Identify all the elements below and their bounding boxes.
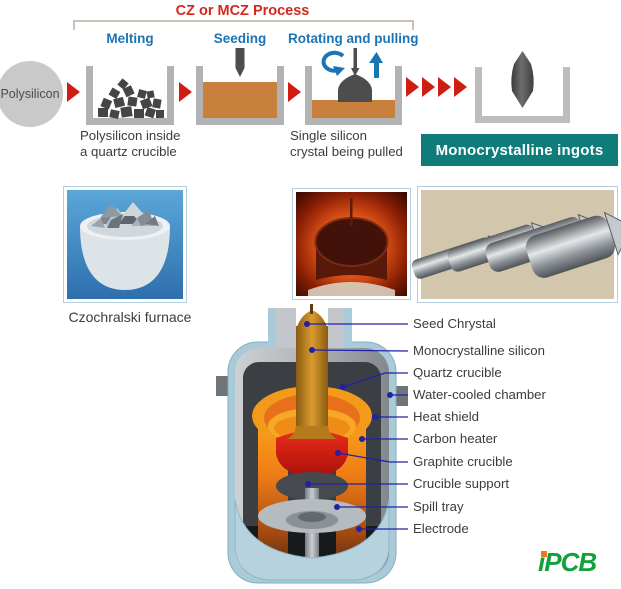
cutaway-label-seed-crystal: Seed Chrystal [413, 316, 496, 331]
ipcb-logo-text: iPCB [538, 547, 597, 577]
melt-photo [292, 188, 411, 300]
crucible-seeding [196, 48, 284, 125]
ingot-container [475, 51, 570, 123]
cutaway-label-spill-tray: Spill tray [413, 499, 464, 514]
ingot-icon [511, 51, 534, 108]
monocrystalline-ingots-badge: Monocrystalline ingots [421, 134, 618, 166]
cutaway-label-monocrystalline-silicon: Monocrystalline silicon [413, 343, 545, 358]
furnace-photo-caption: Czochralski furnace [68, 309, 192, 325]
crucible-melting [86, 66, 174, 125]
arrow-right-icon [288, 82, 301, 102]
arrow-right-icon [67, 82, 80, 102]
arrow-right-icon [422, 77, 435, 97]
cutaway-label-electrode: Electrode [413, 521, 469, 536]
ipcb-logo: iPCB [538, 547, 597, 578]
arrow-up-icon [369, 52, 383, 78]
polysilicon-label: Polysilicon [0, 87, 60, 101]
crucible-pulling [305, 48, 402, 125]
silicon-chunks [91, 202, 159, 228]
logo-i-dot [541, 551, 547, 557]
monocrystalline-silicon-part [296, 326, 328, 426]
cutaway-label-crucible-support: Crucible support [413, 476, 510, 491]
ingots-photo [411, 186, 621, 303]
caption-crystal: Single silicon crystal being pulled [290, 128, 403, 159]
cutaway-label-quartz-crucible: Quartz crucible [413, 365, 502, 380]
seed-rod-icon [235, 48, 245, 77]
silicon-melt [276, 431, 348, 478]
crystal-boule-icon [338, 48, 372, 102]
step-label-melting: Melting [106, 31, 154, 46]
silicon-ingot [525, 211, 621, 278]
cutaway-label-water-cooled-chamber: Water-cooled chamber [413, 387, 546, 402]
leader-dots [304, 321, 393, 532]
cutaway-label-carbon-heater: Carbon heater [413, 431, 498, 446]
arrow-right-icon [438, 77, 451, 97]
rotate-icon [321, 50, 345, 76]
step-label-rotating: Rotating and pulling [288, 31, 419, 46]
seed-wire [350, 198, 353, 226]
seed-crystal-part [310, 304, 313, 314]
arrow-right-icon [406, 77, 419, 97]
polysilicon-chunks [98, 78, 164, 119]
polysilicon-source: Polysilicon [0, 61, 63, 127]
water-cooled-bowl-front [234, 499, 390, 581]
arrow-right-icon [179, 82, 192, 102]
cutaway-label-graphite-crucible: Graphite crucible [413, 454, 513, 469]
caption-crucible: Polysilicon inside a quartz crucible [80, 128, 181, 159]
process-bracket [73, 20, 414, 30]
step-label-seeding: Seeding [213, 31, 267, 46]
process-title: CZ or MCZ Process [175, 3, 310, 19]
furnace-cutaway-diagram [216, 304, 409, 584]
arrow-right-icon [454, 77, 467, 97]
furnace-photo [63, 186, 187, 303]
cutaway-label-heat-shield: Heat shield [413, 409, 479, 424]
leader-lines [307, 323, 409, 530]
